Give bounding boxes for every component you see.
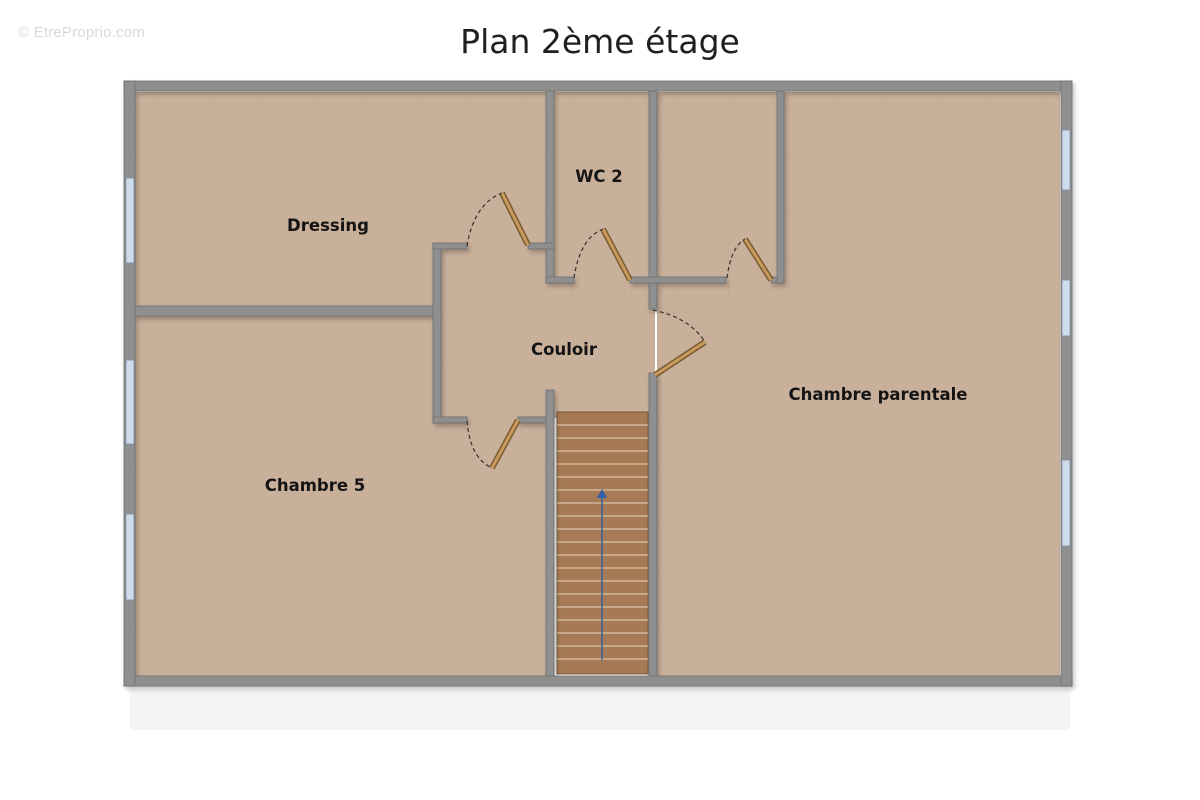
window-chambre5-upper <box>125 359 135 445</box>
floor-reflection <box>130 690 1070 730</box>
floor-closet-overlay <box>657 92 778 280</box>
stairs-arrow-head <box>597 489 607 498</box>
staircase <box>556 411 649 675</box>
window-parentale-1 <box>1061 129 1071 191</box>
room-label-dressing: Dressing <box>287 216 369 235</box>
window-parentale-2 <box>1061 279 1071 337</box>
watermark: © EtreProprio.com <box>18 24 145 41</box>
page-title: Plan 2ème étage <box>460 22 740 61</box>
door-chambre-5 <box>466 418 521 470</box>
door-closet <box>726 237 774 282</box>
doors <box>466 191 774 470</box>
room-label-chambre-parentale: Chambre parentale <box>789 385 968 404</box>
room-label-couloir: Couloir <box>531 340 598 359</box>
window-dressing <box>125 177 135 264</box>
room-label-wc-2: WC 2 <box>575 167 623 186</box>
door-dressing <box>466 191 531 247</box>
door-wc-2 <box>573 227 633 282</box>
floor-areas <box>135 92 1060 676</box>
windows <box>125 129 1071 601</box>
door-chambre-parentale <box>652 309 707 378</box>
window-chambre5-lower <box>125 513 135 601</box>
window-parentale-3 <box>1061 459 1071 547</box>
room-label-chambre-5: Chambre 5 <box>265 476 366 495</box>
